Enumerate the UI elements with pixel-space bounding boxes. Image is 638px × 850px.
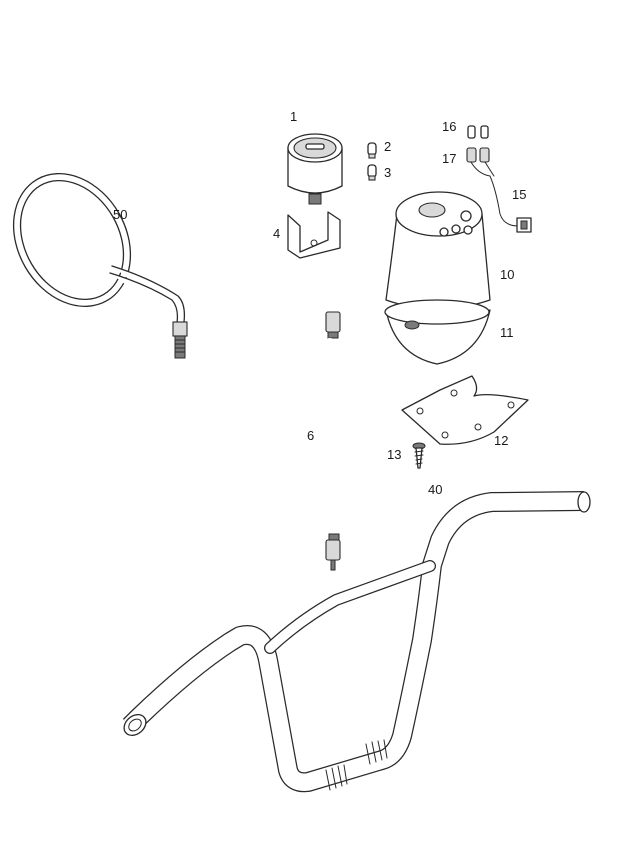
bracket-part <box>287 211 341 259</box>
label-part-3: 3 <box>384 165 391 180</box>
wire-harness-part-15 <box>470 161 532 233</box>
bulb-part-2 <box>367 142 377 159</box>
speedometer-cable-part <box>325 311 342 571</box>
connector-part-17 <box>466 147 490 163</box>
label-part-17: 17 <box>442 151 456 166</box>
lower-cup-part <box>384 299 491 365</box>
label-part-11: 11 <box>500 325 514 340</box>
label-part-2: 2 <box>384 139 391 154</box>
label-part-4: 4 <box>273 226 280 241</box>
label-part-15: 15 <box>512 187 526 202</box>
label-part-12: 12 <box>494 433 508 448</box>
label-part-16: 16 <box>442 119 456 134</box>
label-part-10: 10 <box>500 267 514 282</box>
handlebar-part <box>122 491 591 793</box>
label-part-1: 1 <box>290 109 297 124</box>
label-part-13: 13 <box>387 447 401 462</box>
label-part-6: 6 <box>307 428 314 443</box>
screw-part <box>412 442 426 469</box>
speedometer-part <box>287 133 343 205</box>
bulb-part-3 <box>367 164 377 181</box>
gasket-plate-part <box>401 375 529 445</box>
connector-part-16 <box>467 125 489 139</box>
label-part-40: 40 <box>428 482 442 497</box>
gauge-housing-part <box>385 191 491 310</box>
label-part-50: 50 <box>113 207 127 222</box>
mirror-part <box>12 172 188 359</box>
